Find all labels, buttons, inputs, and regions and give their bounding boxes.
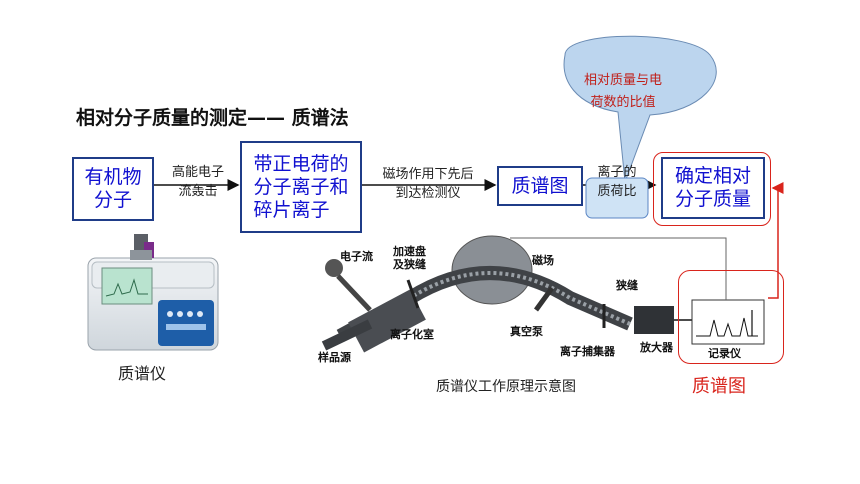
arrow1-label: 高能电子流轰击: [171, 165, 224, 199]
ratio-highlight: [585, 177, 649, 219]
box-relative-mass: 确定相对分子质量: [661, 157, 765, 219]
label-slit: 狭缝: [616, 279, 638, 292]
principle-diagram: [321, 235, 765, 353]
label-accel-plate: 加速盘及狭缝: [393, 245, 426, 271]
mass-spectrometer-image: [87, 234, 219, 351]
arrow2-label: 磁场作用下先后到达检测仪: [382, 167, 474, 201]
label-recorder: 记录仪: [708, 347, 741, 360]
label-ion-chamber: 离子化室: [390, 328, 434, 341]
recorder-red-frame: [678, 270, 784, 364]
result-red-frame: [653, 152, 771, 226]
label-ion-collector: 离子捕集器: [560, 345, 615, 358]
spectrum-label: 质谱图: [692, 376, 746, 397]
speech-bubble: [563, 35, 717, 183]
diagram-caption: 质谱仪工作原理示意图: [436, 379, 576, 395]
label-sample-source: 样品源: [318, 351, 351, 364]
red-connector: [768, 182, 784, 299]
label-magnetic-field: 磁场: [532, 254, 554, 267]
box-mass-spectrum: 质谱图: [497, 166, 583, 206]
label-amplifier: 放大器: [640, 341, 673, 354]
bubble-text: 相对质量与电荷数的比值: [584, 73, 663, 110]
instrument-caption: 质谱仪: [118, 364, 167, 383]
box-charged-ions: 带正电荷的分子离子和碎片离子: [240, 141, 362, 233]
page-title: 相对分子质量的测定—— 质谱法: [76, 107, 349, 129]
box-organic-molecule: 有机物分子: [72, 157, 154, 221]
arrow3-label: 离子的质荷比: [597, 165, 637, 199]
label-electron-beam: 电子流: [340, 250, 373, 263]
label-vacuum-pump: 真空泵: [510, 325, 543, 338]
